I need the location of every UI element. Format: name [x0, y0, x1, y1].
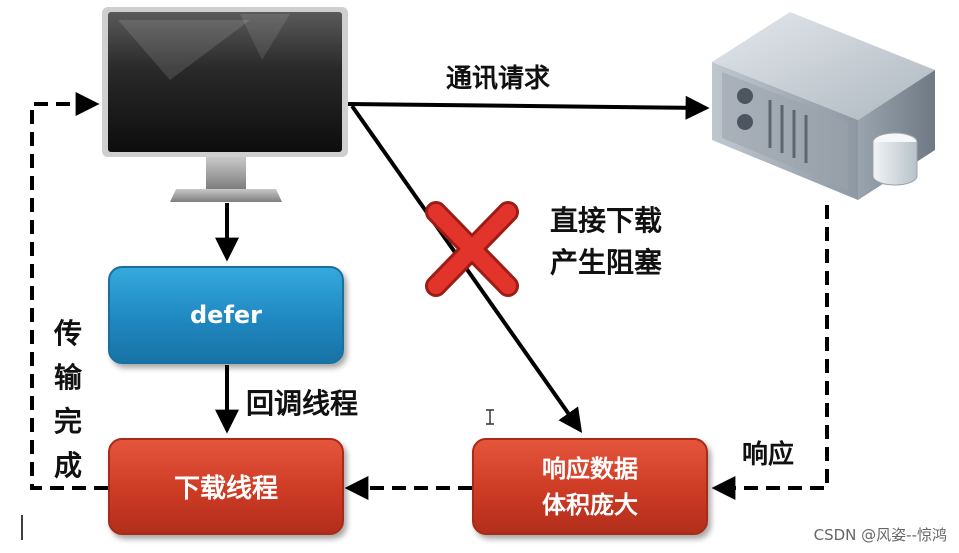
large-response-line1: 响应数据: [542, 454, 638, 483]
large-response-line2: 体积庞大: [542, 490, 638, 519]
transfer-complete-char: 成: [53, 449, 82, 482]
text-cursor-icon: [486, 409, 494, 425]
watermark: CSDN @风姿--惊鸿: [813, 526, 947, 544]
blocking-label-line1: 直接下载: [550, 204, 663, 237]
blocked-x-icon: [425, 201, 519, 297]
request-label: 通讯请求: [446, 64, 551, 94]
arrow-transfer-complete: [30, 92, 108, 490]
arrow-server-response: [711, 205, 829, 500]
transfer-complete-char: 完: [53, 405, 82, 438]
arrow-request: [347, 95, 710, 120]
defer-box: defer: [108, 266, 344, 364]
transfer-complete-char: 传: [53, 317, 82, 350]
large-response-box: 响应数据 体积庞大: [472, 438, 708, 535]
download-thread-label: 下载线程: [173, 474, 278, 504]
download-thread-box: 下载线程: [108, 438, 344, 535]
defer-box-label: defer: [189, 301, 262, 329]
callback-thread-label: 回调线程: [246, 387, 359, 420]
response-label: 响应: [742, 440, 795, 470]
server-icon: [712, 12, 935, 200]
blocking-label-line2: 产生阻塞: [550, 246, 663, 279]
blocking-label: 直接下载 产生阻塞: [550, 200, 662, 284]
transfer-complete-label: 传 输 完 成: [48, 312, 88, 488]
computer-monitor-icon: [102, 7, 348, 202]
transfer-complete-char: 输: [53, 361, 82, 394]
